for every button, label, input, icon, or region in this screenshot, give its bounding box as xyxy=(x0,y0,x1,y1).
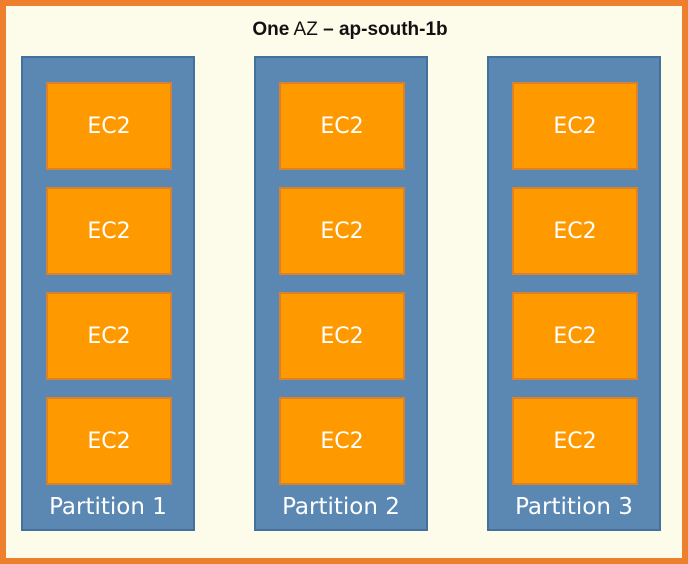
ec2-instance: EC2 xyxy=(46,82,172,170)
partition-label: Partition 3 xyxy=(515,494,633,520)
ec2-instance: EC2 xyxy=(512,187,638,275)
partition-label: Partition 2 xyxy=(282,494,400,520)
diagram-title: One AZ – ap-south-1b xyxy=(6,19,688,41)
ec2-instance: EC2 xyxy=(279,292,405,380)
ec2-instance: EC2 xyxy=(279,82,405,170)
partition-label: Partition 1 xyxy=(49,494,167,520)
title-part-one: One xyxy=(252,19,290,40)
ec2-instance: EC2 xyxy=(279,397,405,485)
ec2-instance: EC2 xyxy=(46,397,172,485)
ec2-instance: EC2 xyxy=(46,292,172,380)
partition-1: EC2 EC2 EC2 EC2 Partition 1 xyxy=(21,56,195,531)
ec2-instance: EC2 xyxy=(279,187,405,275)
title-part-az: AZ xyxy=(293,19,318,40)
ec2-instance: EC2 xyxy=(512,292,638,380)
ec2-instance: EC2 xyxy=(512,397,638,485)
ec2-instance: EC2 xyxy=(512,82,638,170)
title-part-zone: – ap-south-1b xyxy=(323,19,448,40)
ec2-instance: EC2 xyxy=(46,187,172,275)
partition-3: EC2 EC2 EC2 EC2 Partition 3 xyxy=(487,56,661,531)
partition-2: EC2 EC2 EC2 EC2 Partition 2 xyxy=(254,56,428,531)
